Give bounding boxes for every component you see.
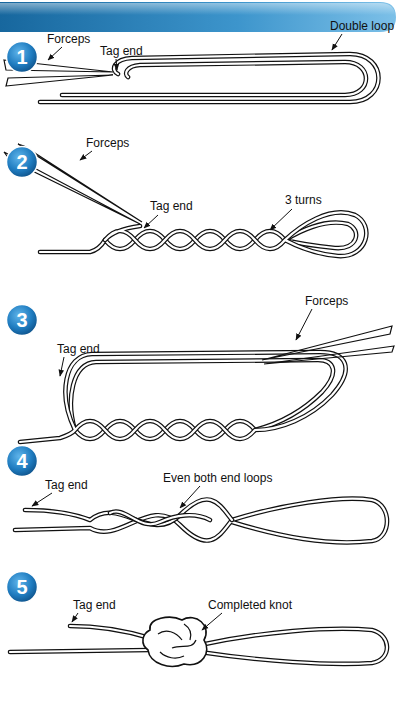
step-number: 4 <box>5 444 39 478</box>
step-2-drawing <box>4 144 366 256</box>
callout-label: Forceps <box>47 32 90 46</box>
callout-label: Tag end <box>57 342 100 356</box>
line-strand <box>110 511 210 524</box>
line-strand <box>105 212 366 256</box>
line-strand <box>10 650 150 652</box>
step-5-drawing <box>10 613 387 666</box>
line-strand <box>71 360 333 439</box>
line-strand <box>62 62 366 95</box>
leader-line <box>116 59 117 70</box>
line-strand <box>40 54 379 102</box>
step-number: 5 <box>5 570 39 604</box>
line-strand <box>40 54 379 102</box>
leader-line <box>202 613 222 630</box>
line-strand <box>70 626 150 638</box>
title-bar-shine <box>0 3 395 15</box>
callout-label: Even both end loops <box>163 471 272 485</box>
forceps <box>264 346 394 364</box>
leader-line <box>332 34 342 50</box>
callout-label: Completed knot <box>208 598 292 612</box>
leader-line <box>296 309 312 340</box>
line-strand <box>20 352 346 442</box>
step-badge: 3 <box>5 303 39 337</box>
line-strand <box>10 650 150 652</box>
callout-label: Forceps <box>86 136 129 150</box>
step-badge: 1 <box>5 40 39 74</box>
line-strand <box>110 511 210 524</box>
knot-wraps <box>158 624 196 658</box>
callout-label: Tag end <box>150 199 193 213</box>
callout-label: Forceps <box>305 294 348 308</box>
step-badge: 4 <box>5 444 39 478</box>
leader-line <box>80 151 92 160</box>
title-bar-fill <box>0 2 396 32</box>
step-number: 2 <box>5 145 39 179</box>
leader-line <box>32 493 52 506</box>
line-strand <box>105 212 366 256</box>
completed-knot <box>143 617 207 666</box>
forceps <box>6 75 113 86</box>
step-badge: 5 <box>5 570 39 604</box>
line-strand <box>15 499 387 543</box>
leader-line <box>144 215 158 228</box>
step-number: 1 <box>5 40 39 74</box>
leader-line <box>60 357 64 376</box>
leader-line <box>270 209 292 230</box>
leader-line <box>72 613 78 622</box>
leader-line <box>180 486 200 508</box>
callout-label: Double loop <box>330 19 394 33</box>
line-strand <box>20 352 346 442</box>
line-strand <box>71 360 333 439</box>
line-strand <box>62 62 366 95</box>
callout-label: Tag end <box>73 598 116 612</box>
line-strand <box>200 629 387 664</box>
leader-line <box>48 47 62 60</box>
step-3-drawing <box>20 309 394 442</box>
line-strand <box>200 629 387 664</box>
line-strand <box>70 626 150 638</box>
line-strand <box>25 499 232 524</box>
step-badge: 2 <box>5 145 39 179</box>
title-bar <box>0 2 396 32</box>
line-strand <box>40 223 356 252</box>
line-strand <box>15 499 387 543</box>
callout-label: Tag end <box>45 478 88 492</box>
line-strand <box>40 223 356 252</box>
callout-label: Tag end <box>100 44 143 58</box>
step-number: 3 <box>5 303 39 337</box>
step-4-drawing <box>15 486 387 542</box>
callout-label: 3 turns <box>285 193 322 207</box>
line-strand <box>25 499 232 524</box>
